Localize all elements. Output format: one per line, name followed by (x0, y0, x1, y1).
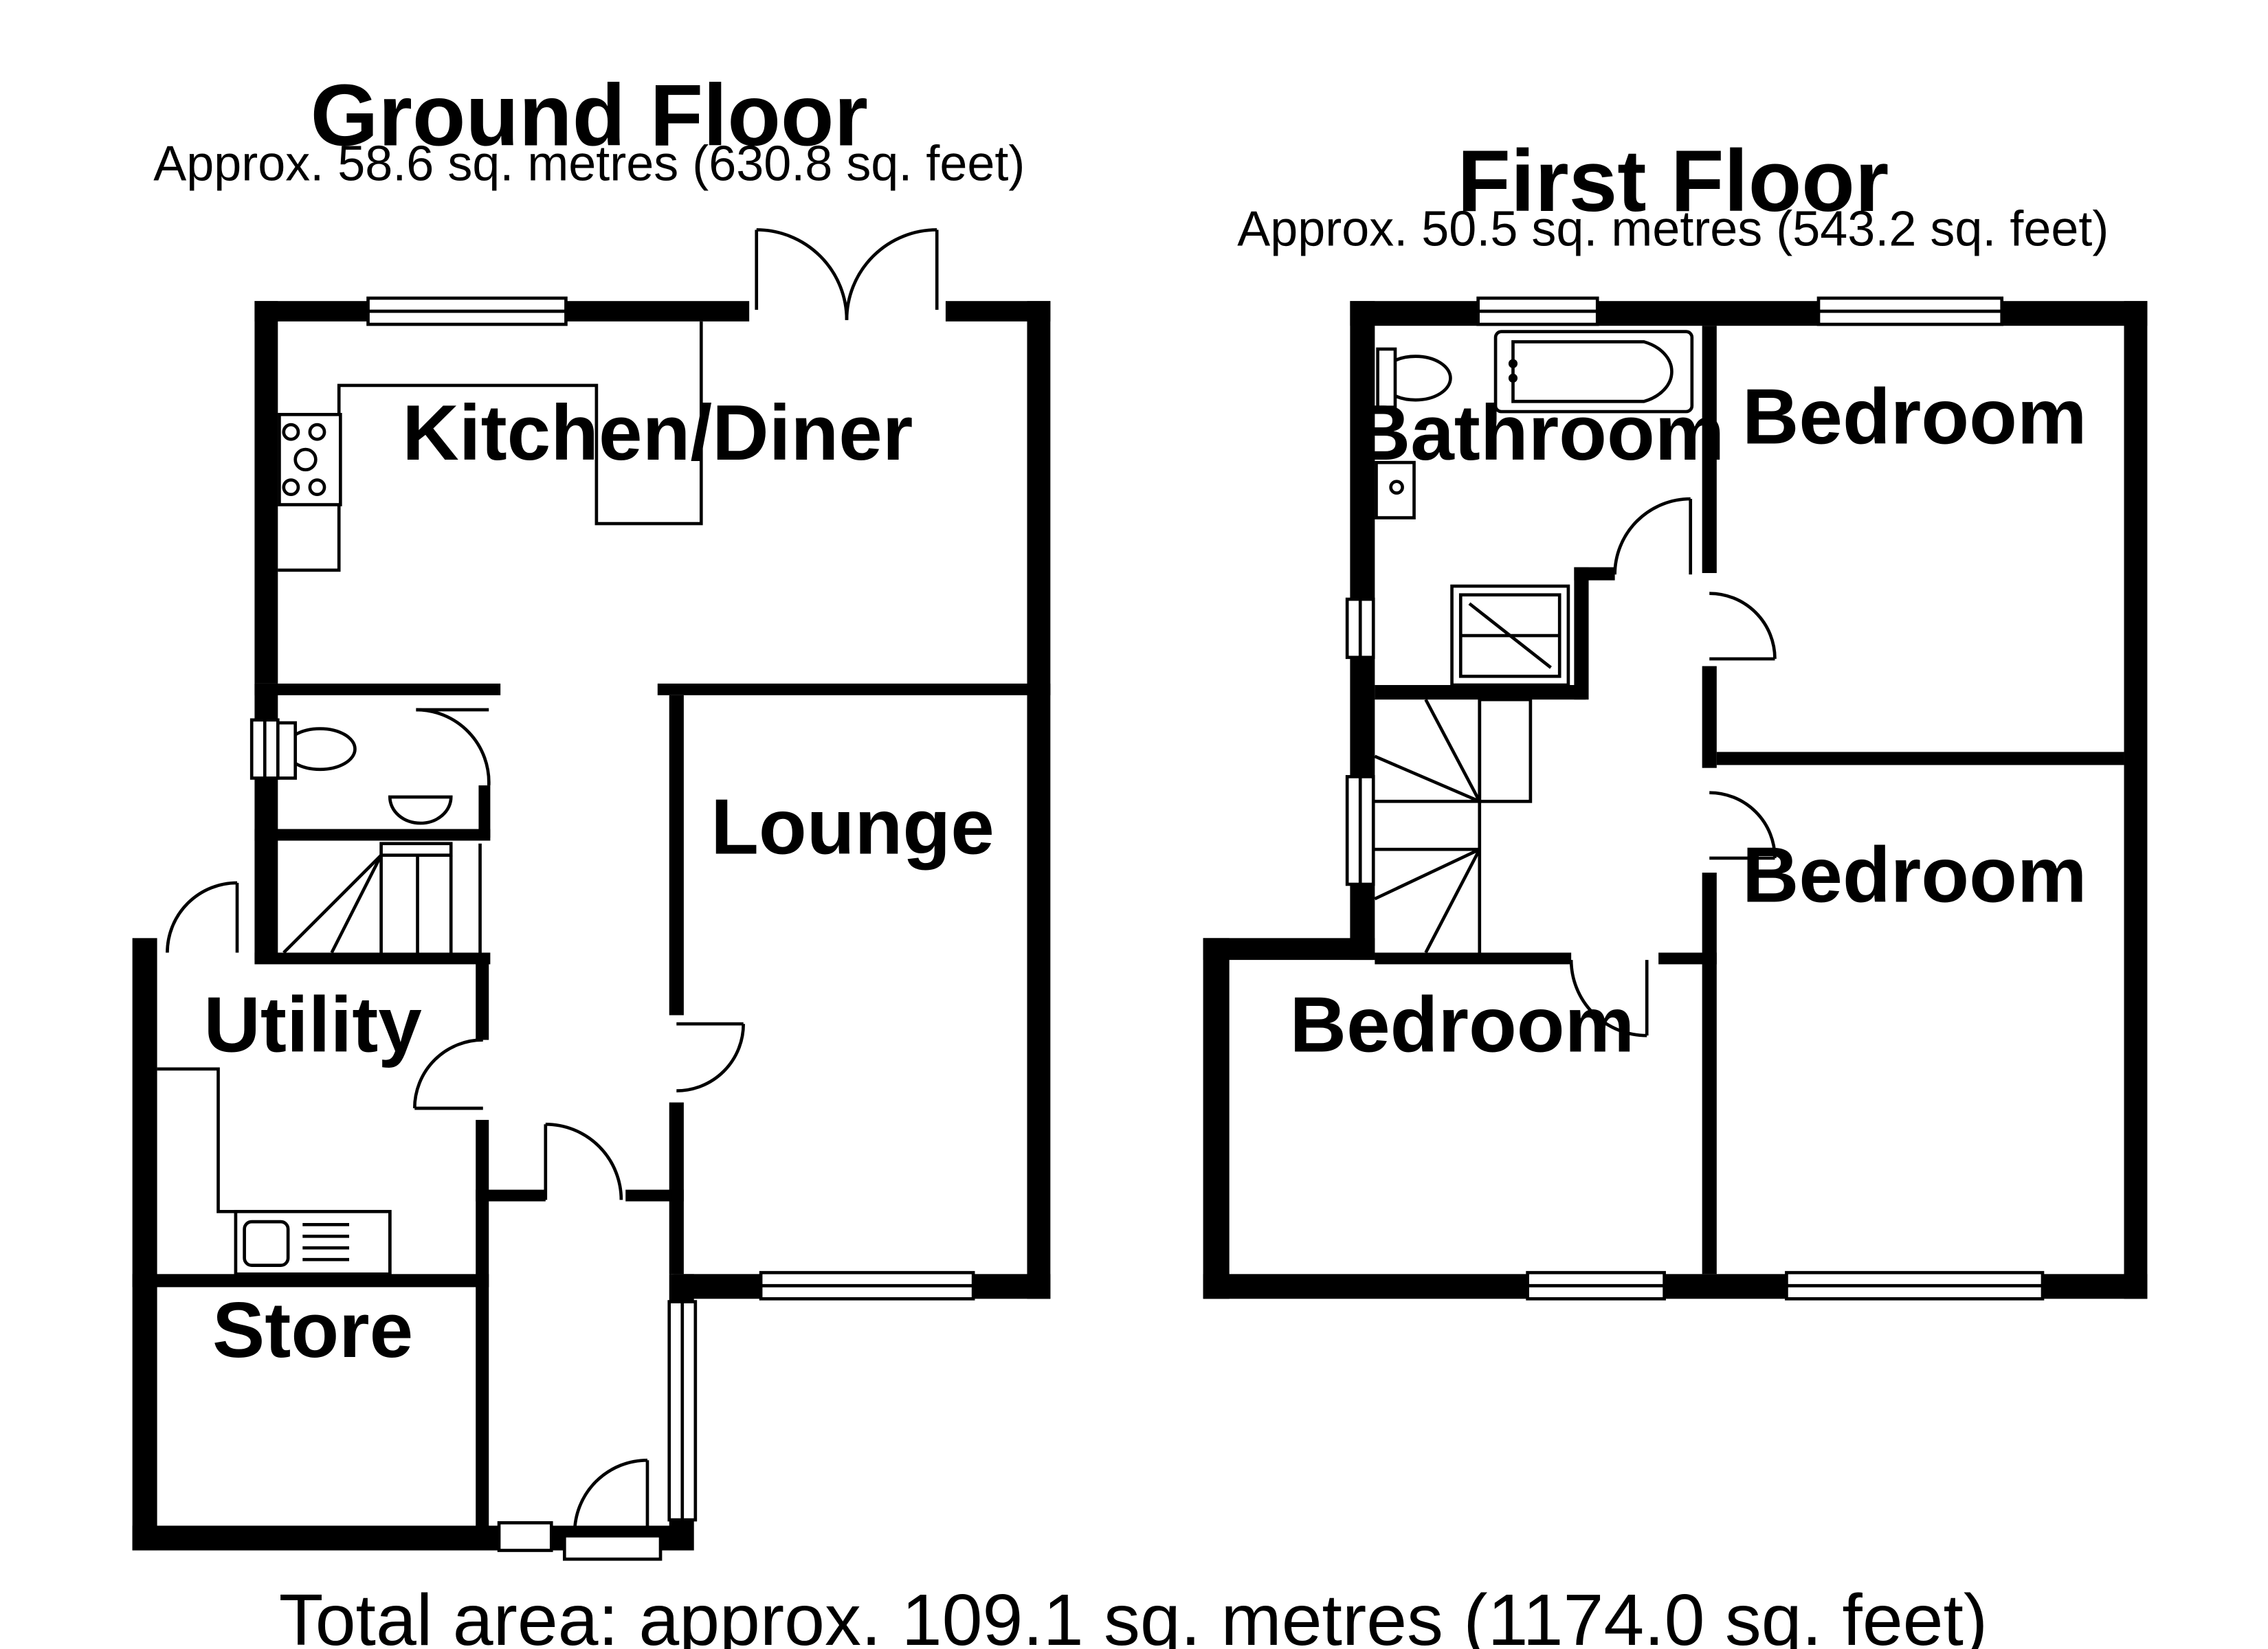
first-floor-area: Approx. 50.5 sq. metres (543.2 sq. feet) (1237, 202, 2109, 257)
ground-floor-plan (132, 228, 1051, 1561)
room-label-bedroom-1: Bedroom (1742, 374, 2087, 461)
room-label-lounge: Lounge (711, 784, 994, 871)
room-label-bedroom-3: Bedroom (1290, 981, 1635, 1068)
room-label-kitchen-diner: Kitchen/Diner (402, 390, 913, 477)
ground-floor-title: Ground Floor (311, 67, 868, 164)
first-floor-title: First Floor (1457, 132, 1889, 229)
room-label-bedroom-2: Bedroom (1742, 831, 2087, 919)
room-label-store: Store (212, 1287, 413, 1374)
first-floor-plan (1203, 296, 2148, 1301)
total-area: Total area: approx. 109.1 sq. metres (11… (279, 1580, 1988, 1649)
room-label-utility: Utility (203, 981, 422, 1068)
room-label-bathroom: Bathroom (1354, 390, 1725, 477)
ground-floor-area: Approx. 58.6 sq. metres (630.8 sq. feet) (153, 136, 1025, 191)
